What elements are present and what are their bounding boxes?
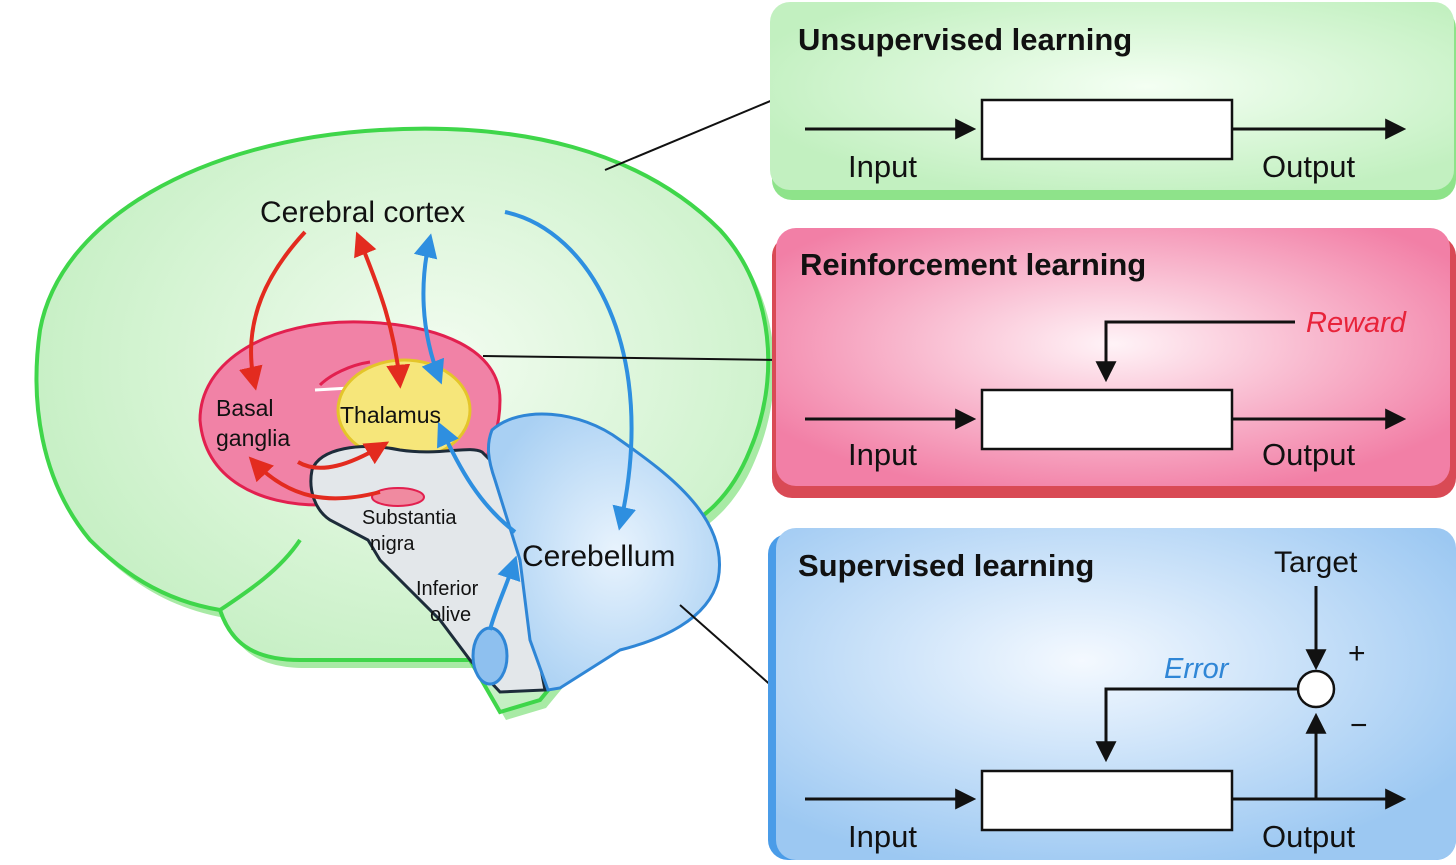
cortex-fold <box>218 538 302 612</box>
unsupervised-panel-bg <box>770 2 1454 190</box>
supervised-title: Supervised learning <box>798 548 1094 583</box>
minus-sign: − <box>1350 709 1368 742</box>
inferior-olive-shape <box>471 626 509 686</box>
inferior-olive-label-line2: olive <box>430 604 471 626</box>
unsupervised-title: Unsupervised learning <box>798 22 1132 57</box>
substantia-nigra-shape <box>371 487 425 507</box>
connector-reinforcement <box>482 355 781 361</box>
plus-sign: + <box>1348 637 1366 670</box>
basal-to-thalamus-arrow <box>296 441 390 470</box>
substantia-nigra-label-line2: nigra <box>370 533 415 555</box>
olive-to-cerebellum-arrow <box>488 555 521 631</box>
cortex-to-basal-arrow <box>239 230 307 391</box>
unsupervised-output-label: Output <box>1262 149 1355 184</box>
reward-label: Reward <box>1306 307 1407 339</box>
connector-supervised <box>679 604 784 697</box>
cerebellum-label: Cerebellum <box>522 540 675 573</box>
reinforcement-output-label: Output <box>1262 437 1355 472</box>
reinforcement-panel-bg <box>776 228 1450 486</box>
unsupervised-panel: Unsupervised learning Input Output <box>770 2 1456 200</box>
cerebellum-shape <box>486 412 721 692</box>
error-label: Error <box>1164 653 1230 685</box>
supervised-input-label: Input <box>848 819 917 854</box>
reinforcement-input-label: Input <box>848 437 917 472</box>
supervised-output-label: Output <box>1262 819 1355 854</box>
cerebellum-to-thalamus-arrow <box>437 421 517 534</box>
cortex-thalamus-blue-arrow <box>413 233 445 385</box>
target-label: Target <box>1274 546 1358 579</box>
error-arrow <box>1095 687 1297 763</box>
basal-ganglia-label-line1: Basal <box>216 395 274 421</box>
cerebral-cortex-label: Cerebral cortex <box>260 196 465 229</box>
thalamus-label: Thalamus <box>340 402 441 428</box>
reinforcement-panel: Reinforcement learning Reward Input Outp… <box>772 228 1456 498</box>
cortex-to-cerebellum-arrow <box>504 210 636 531</box>
reinforcement-learner-box <box>980 388 1234 451</box>
nigra-to-basal-arrow <box>248 456 381 501</box>
supervised-panel-bg <box>776 528 1456 860</box>
unsupervised-input-label: Input <box>848 149 917 184</box>
substantia-nigra-label-line1: Substantia <box>362 507 457 529</box>
basal-ganglia-label-line2: ganglia <box>216 425 290 451</box>
supervised-learner-box <box>980 769 1234 832</box>
cortex-thalamus-red-arrow <box>354 231 411 389</box>
comparator-circle <box>1296 669 1336 709</box>
connector-unsupervised <box>604 96 781 171</box>
brain-illustration: Cerebral cortex Basal ganglia Thalamus S… <box>34 126 775 720</box>
unsupervised-learner-box <box>980 98 1234 161</box>
supervised-panel: Supervised learning Target + − Error Inp… <box>768 528 1456 860</box>
inferior-olive-label-line1: Inferior <box>416 578 479 600</box>
reinforcement-title: Reinforcement learning <box>800 247 1146 282</box>
reward-arrow <box>1095 320 1295 383</box>
